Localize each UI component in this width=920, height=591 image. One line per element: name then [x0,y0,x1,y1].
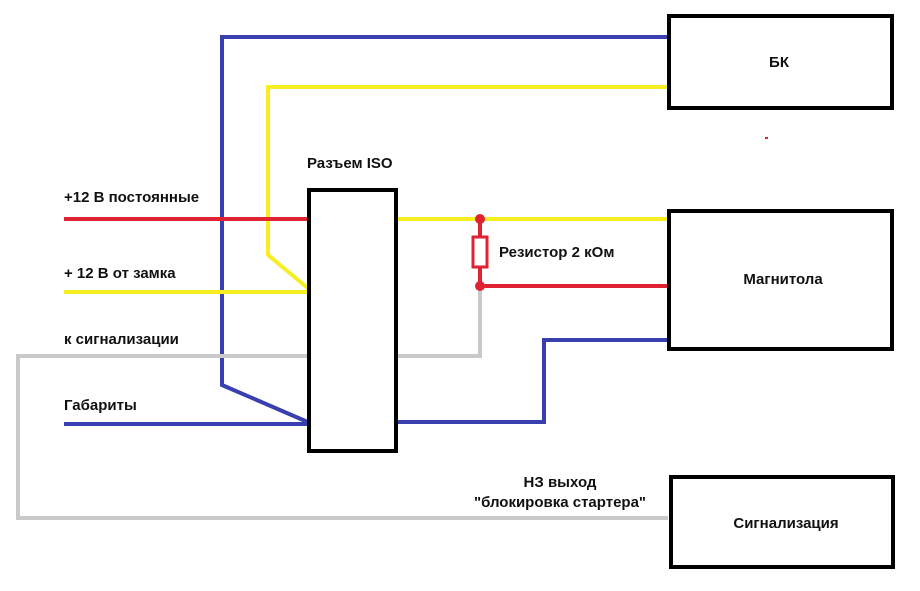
gabarity-label: Габариты [64,397,137,414]
to-alarm-label: к сигнализации [64,331,179,348]
block-bk [667,14,894,110]
wire-gray-iso [396,288,482,358]
resistor-label: Резистор 2 кОм [499,244,614,261]
wire-yellow-bk [266,85,668,292]
starter-block-label: "блокировка стартера" [474,494,646,511]
iso-title-label: Разъем ISO [307,155,393,172]
block-signalizatsiya-label: Сигнализация [733,515,838,532]
wire-gray-alarm [16,354,668,520]
block-bk-label: БК [769,54,790,71]
block-magnitola-label: Магнитола [743,271,823,288]
block-magnitola [667,209,894,351]
junction-dot-top [475,214,485,224]
wire-blue-magnitola [396,338,668,424]
red-mark [765,137,768,139]
block-signalizatsiya [669,475,895,569]
junction-dot-bottom [475,281,485,291]
block-iso-connector [307,188,398,453]
nz-out-label: НЗ выход [524,474,597,491]
plus12-const-label: +12 В постоянные [64,189,199,206]
plus12-ign-label: + 12 В от замка [64,265,176,282]
resistor-body [471,235,489,269]
wire-blue-bk [220,35,668,425]
